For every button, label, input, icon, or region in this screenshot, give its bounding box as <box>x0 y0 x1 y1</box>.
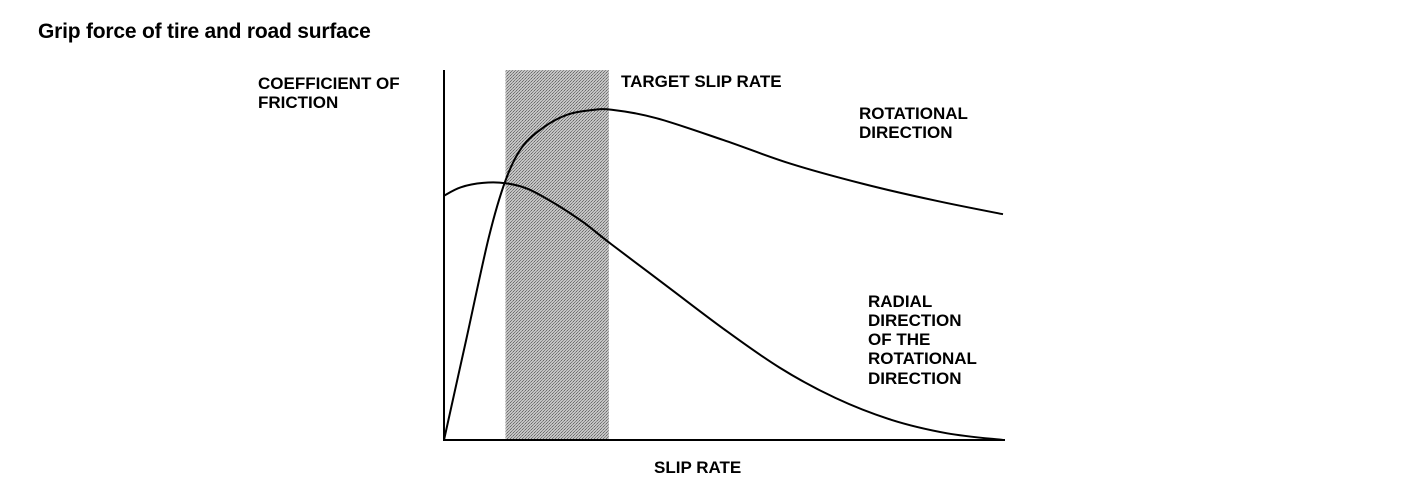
series-1-line <box>443 108 1004 441</box>
series-2-label-line-1: RADIAL <box>868 292 932 311</box>
series-1-label-line-2: DIRECTION <box>859 123 953 142</box>
target-slip-band <box>505 70 609 440</box>
y-axis-label-line-1: COEFFICIENT OF <box>258 74 400 93</box>
series-1-label-line-1: ROTATIONAL <box>859 104 968 123</box>
series-2-label-line-2: DIRECTION <box>868 311 962 330</box>
series-2-line <box>443 181 1004 441</box>
y-axis-label-line-2: FRICTION <box>258 93 338 112</box>
band-label: TARGET SLIP RATE <box>621 72 782 91</box>
x-axis-label: SLIP RATE <box>654 458 741 477</box>
series-2-label-line-4: ROTATIONAL <box>868 349 977 368</box>
series-2-label-line-3: OF THE <box>868 330 930 349</box>
series-2-label-line-5: DIRECTION <box>868 369 962 388</box>
chart-title: Grip force of tire and road surface <box>38 20 371 43</box>
